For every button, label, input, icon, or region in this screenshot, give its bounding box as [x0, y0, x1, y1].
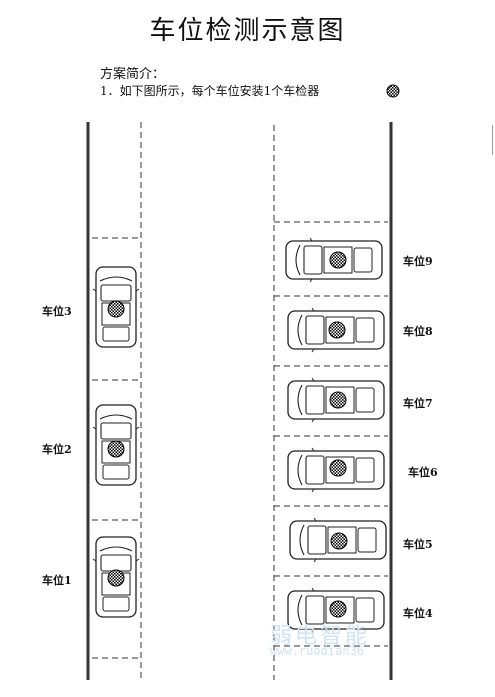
detector-legend-icon: [386, 84, 400, 98]
detector-space-4-icon: [329, 600, 347, 618]
space-label-4: 车位4: [403, 607, 433, 620]
step-1-text: 1．如下图所示，每个车位安装1个车检器: [100, 84, 320, 98]
space-label-7: 车位7: [403, 397, 433, 410]
detector-space-6-icon: [329, 459, 347, 477]
watermark-url: www.ruodian36: [270, 644, 364, 658]
detector-space-2-icon: [107, 440, 125, 458]
space-label-5: 车位5: [403, 538, 433, 551]
detector-space-8-icon: [328, 321, 346, 339]
space-label-2: 车位2: [42, 443, 72, 456]
watermark: 弱电智能: [270, 624, 371, 649]
space-label-8: 车位8: [403, 325, 433, 338]
space-label-6: 车位6: [408, 466, 438, 479]
space-label-1: 车位1: [42, 574, 72, 587]
edge-mark: [492, 125, 493, 155]
intro-label: 方案简介：: [100, 67, 166, 82]
page-title: 车位检测示意图: [149, 16, 346, 46]
space-label-9: 车位9: [403, 255, 433, 268]
detector-space-7-icon: [329, 391, 347, 409]
space-label-3: 车位3: [42, 305, 72, 318]
detector-space-9-icon: [329, 251, 347, 269]
detector-space-5-icon: [330, 532, 348, 550]
detector-space-3-icon: [107, 300, 125, 318]
detector-space-1-icon: [107, 569, 125, 587]
